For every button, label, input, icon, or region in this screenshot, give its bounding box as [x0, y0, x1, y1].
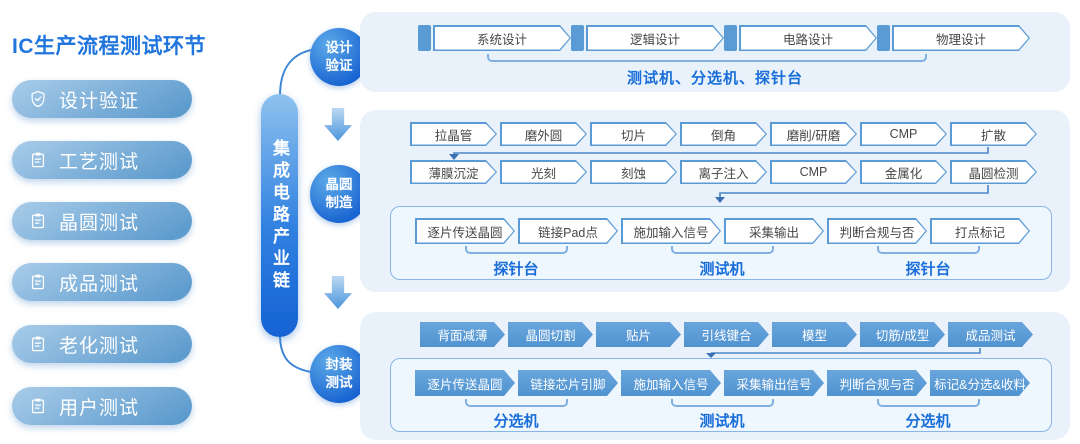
sidebar-item-label: 用户测试 — [59, 397, 140, 419]
step-marker — [724, 25, 737, 51]
process-step: 离子注入 — [680, 160, 767, 184]
test-step: 标记&分选&收料 — [930, 370, 1030, 396]
design-verification-panel: 系统设计 逻辑设计 电路设计 物理设计 测试机、分选机、探针台 — [360, 12, 1070, 92]
industry-chain-label: 集成电路产业链 — [270, 138, 289, 293]
machine-bracket — [877, 399, 980, 407]
process-step: 拉晶管 — [410, 122, 497, 146]
clipboard-icon — [31, 274, 45, 290]
sidebar-item-burnin-test[interactable]: 老化测试 — [12, 325, 192, 363]
test-step: 链接Pad点 — [518, 218, 618, 244]
test-step: 判断合规与否 — [827, 370, 927, 396]
machine-label: 分选机 — [493, 413, 539, 430]
machine-label: 测试机 — [699, 261, 745, 278]
process-step: 磨削/研磨 — [770, 122, 857, 146]
process-step: 电路设计 — [739, 25, 877, 51]
step-marker — [571, 25, 584, 51]
test-step: 逐片传送晶圆 — [415, 218, 515, 244]
machine-label: 分选机 — [905, 413, 951, 430]
machine-label: 探针台 — [905, 261, 951, 278]
process-step: 逻辑设计 — [586, 25, 724, 51]
shield-check-icon — [31, 90, 45, 108]
process-step: 物理设计 — [892, 25, 1030, 51]
sidebar-item-process-test[interactable]: 工艺测试 — [12, 141, 192, 179]
process-step: 切筋/成型 — [860, 322, 945, 347]
sidebar-item-label: 成品测试 — [59, 273, 140, 295]
stage-circle-design: 设计 验证 — [310, 28, 368, 86]
test-step: 打点标记 — [930, 218, 1030, 244]
page-title: IC生产流程测试环节 — [12, 35, 206, 58]
sidebar-item-wafer-test[interactable]: 晶圆测试 — [12, 202, 192, 240]
machine-bracket — [465, 399, 568, 407]
machine-label: 探针台 — [493, 261, 539, 278]
machine-bracket — [465, 246, 568, 254]
arrow-down-icon — [324, 276, 352, 309]
process-step: 引线键合 — [684, 322, 769, 347]
stage-circle-wafer: 晶圆 制造 — [310, 165, 368, 223]
sidebar-item-label: 老化测试 — [59, 335, 140, 357]
test-step: 施加输入信号 — [621, 218, 721, 244]
test-step: 链接芯片引脚 — [518, 370, 618, 396]
process-step: 贴片 — [596, 322, 681, 347]
process-step: 成品测试 — [948, 322, 1033, 347]
sidebar-item-final-test[interactable]: 成品测试 — [12, 263, 192, 301]
sidebar-item-label: 工艺测试 — [59, 151, 140, 173]
machine-label: 测试机 — [699, 413, 745, 430]
arrow-down-icon — [324, 108, 352, 141]
process-step: 晶圆检测 — [950, 160, 1037, 184]
equipment-label: 测试机、分选机、探针台 — [626, 70, 804, 87]
process-step: 光刻 — [500, 160, 587, 184]
clipboard-icon — [31, 398, 45, 414]
process-step: 系统设计 — [433, 25, 571, 51]
process-step: 切片 — [590, 122, 677, 146]
sidebar-item-user-test[interactable]: 用户测试 — [12, 387, 192, 425]
equipment-bracket — [487, 54, 927, 62]
clipboard-icon — [31, 152, 45, 168]
sidebar-item-design-verification[interactable]: 设计验证 — [12, 80, 192, 118]
test-step: 逐片传送晶圆 — [415, 370, 515, 396]
machine-bracket — [671, 246, 774, 254]
process-step: 磨外圆 — [500, 122, 587, 146]
package-test-panel: 背面减薄 晶圆切割 贴片 引线键合 模型 切筋/成型 成品测试 逐片传送晶圆 链… — [360, 312, 1070, 440]
step-marker — [418, 25, 431, 51]
sidebar-item-label: 晶圆测试 — [59, 212, 140, 234]
machine-bracket — [877, 246, 980, 254]
process-step: 薄膜沉淀 — [410, 160, 497, 184]
process-step: 晶圆切割 — [508, 322, 593, 347]
clipboard-icon — [31, 213, 45, 229]
test-step: 采集输出信号 — [724, 370, 824, 396]
wafer-manufacturing-panel: 拉晶管 磨外圆 切片 倒角 磨削/研磨 CMP 扩散 薄膜沉淀 光刻 刻蚀 离子… — [360, 110, 1070, 292]
process-step: 金属化 — [860, 160, 947, 184]
process-step: 刻蚀 — [590, 160, 677, 184]
process-step: 倒角 — [680, 122, 767, 146]
test-step: 施加输入信号 — [621, 370, 721, 396]
test-step: 采集输出 — [724, 218, 824, 244]
step-marker — [877, 25, 890, 51]
test-step: 判断合规与否 — [827, 218, 927, 244]
industry-chain-pill: 集成电路产业链 — [261, 94, 298, 337]
process-step: 背面减薄 — [420, 322, 505, 347]
clipboard-icon — [31, 336, 45, 352]
process-step: CMP — [770, 160, 857, 184]
machine-bracket — [671, 399, 774, 407]
stage-circle-package: 封装 测试 — [310, 345, 368, 403]
sidebar-item-label: 设计验证 — [59, 90, 140, 112]
process-step: CMP — [860, 122, 947, 146]
process-step: 模型 — [772, 322, 857, 347]
process-step: 扩散 — [950, 122, 1037, 146]
